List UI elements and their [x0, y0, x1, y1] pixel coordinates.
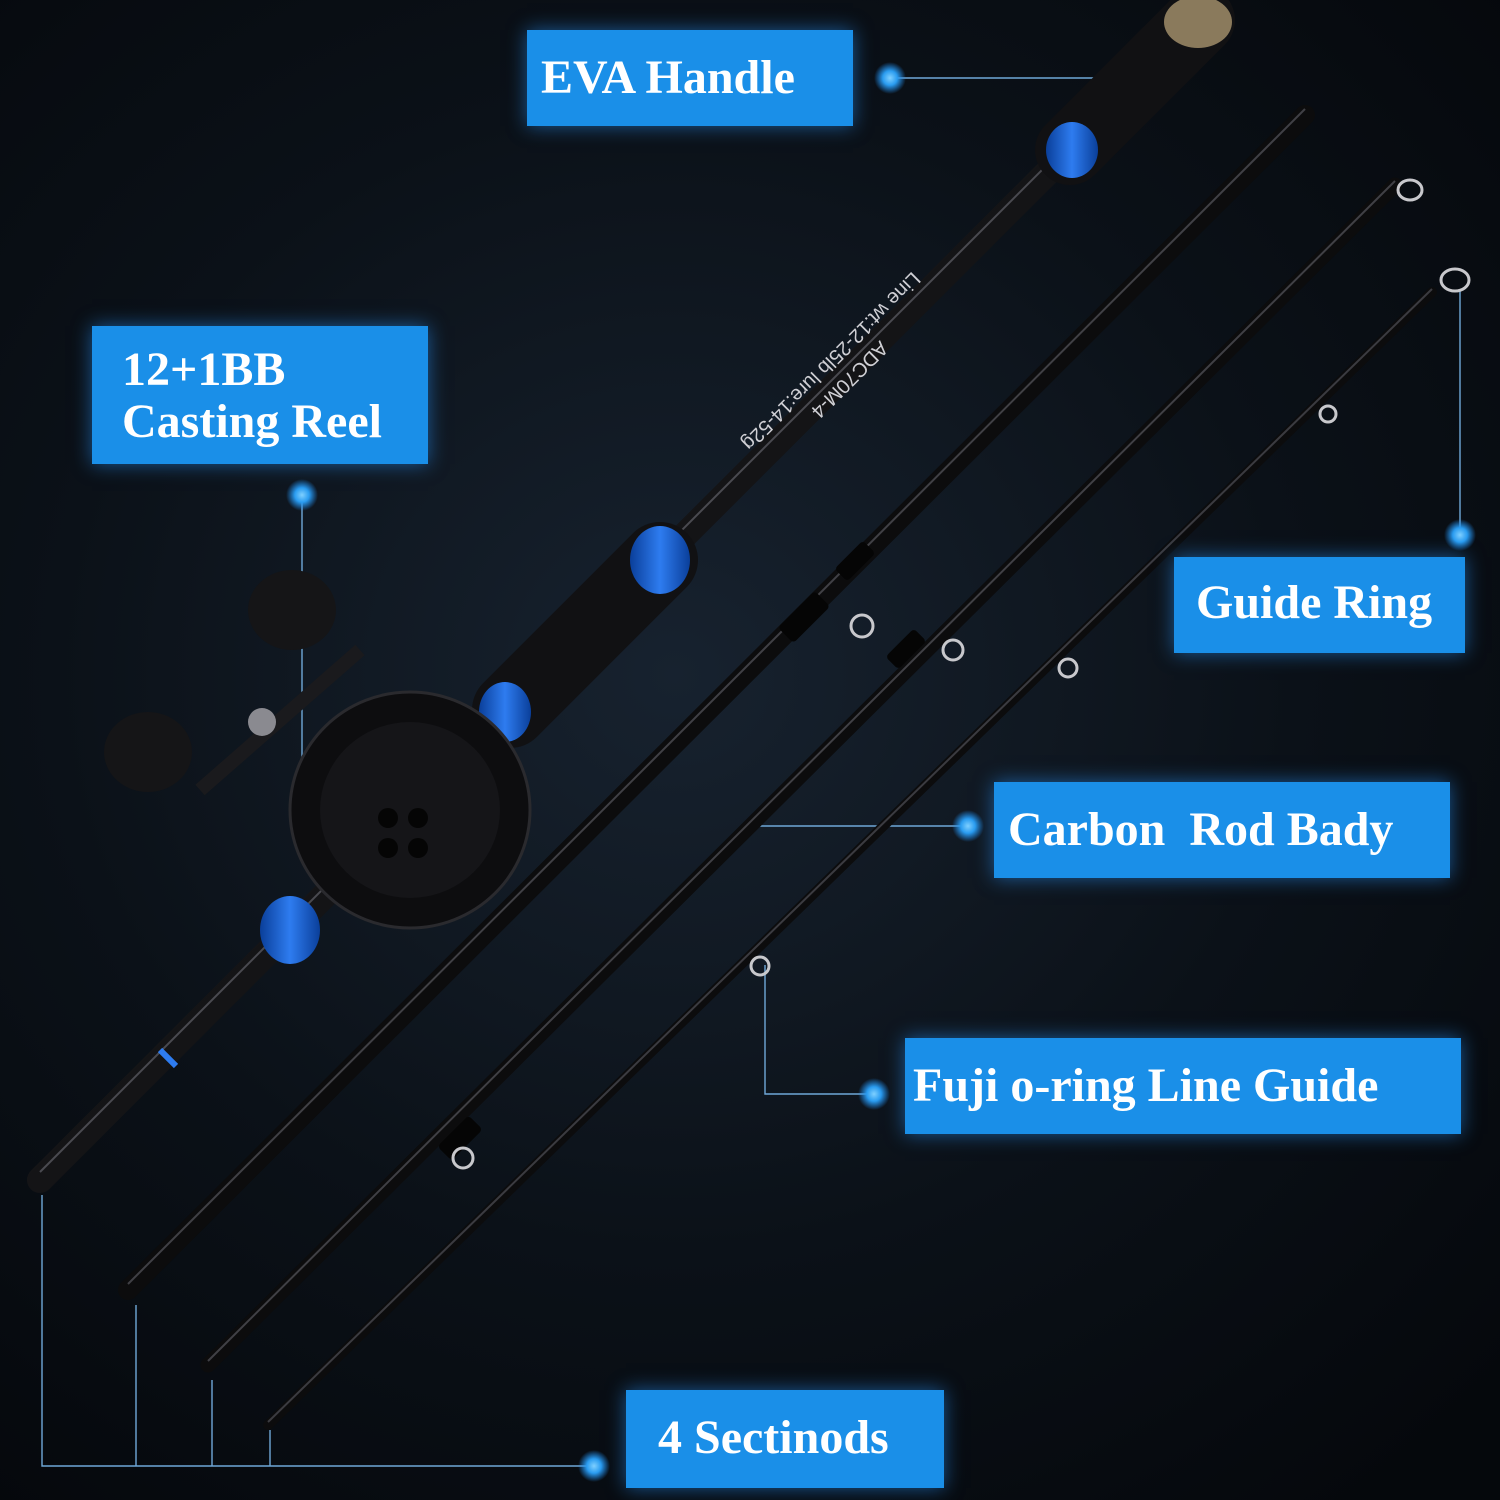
callout-fuji-line-guide: Fuji o-ring Line Guide: [905, 1038, 1461, 1134]
tip-top-guide-2: [1396, 178, 1424, 202]
rod-section-three: [200, 177, 1424, 1373]
leader-fuji: [764, 965, 874, 1095]
rod-spec-text: Line wt:12-25lb lure:14-52g: [737, 267, 924, 454]
rod-section-tip: [263, 267, 1471, 1430]
dot-eva: [874, 62, 906, 94]
guide-ring-small: [1318, 404, 1338, 424]
blue-collar-top: [1046, 122, 1098, 178]
reel-knob-upper: [248, 570, 336, 650]
callout-carbon-rod-body-text: Carbon Rod Bady: [1008, 803, 1394, 856]
callout-casting-reel-line1: 12+1BB: [122, 343, 286, 396]
dot-fuji: [858, 1078, 890, 1110]
guide-ring-low: [749, 955, 771, 977]
callout-sections-text: 4 Sectinods: [658, 1411, 889, 1464]
rod-section-two: [118, 105, 1315, 1300]
leader-lines: [41, 77, 1461, 1467]
callout-casting-reel: 12+1BB Casting Reel: [92, 326, 428, 464]
guide-ring-mid: [1057, 657, 1079, 679]
callout-dots: [286, 62, 1476, 1482]
reel-handle-arm: [195, 644, 365, 796]
dot-guide: [1444, 519, 1476, 551]
blue-collar-low: [260, 896, 320, 964]
blue-collar-mid: [630, 526, 690, 594]
callout-sections: 4 Sectinods: [626, 1390, 944, 1488]
cork-cap: [1164, 0, 1232, 48]
dot-carbon: [952, 810, 984, 842]
callout-guide-ring-text: Guide Ring: [1196, 576, 1433, 629]
casting-reel: [104, 570, 532, 930]
dot-sections: [578, 1450, 610, 1482]
callout-carbon-rod-body: Carbon Rod Bady: [994, 782, 1450, 878]
callout-eva-handle-text: EVA Handle: [541, 51, 795, 104]
reel-knob-lower: [104, 712, 192, 792]
tip-top-guide: [1439, 267, 1471, 293]
fore-grip: [472, 522, 698, 748]
leader-sections: [41, 1195, 594, 1467]
callout-eva-handle: EVA Handle: [527, 30, 853, 126]
rod-section-butt: [27, 0, 1235, 1193]
blue-band: [157, 1047, 179, 1069]
dot-reel: [286, 479, 318, 511]
callout-guide-ring: Guide Ring: [1174, 557, 1465, 653]
callout-casting-reel-line2: Casting Reel: [122, 394, 382, 448]
callout-fuji-line-guide-text: Fuji o-ring Line Guide: [913, 1059, 1379, 1112]
